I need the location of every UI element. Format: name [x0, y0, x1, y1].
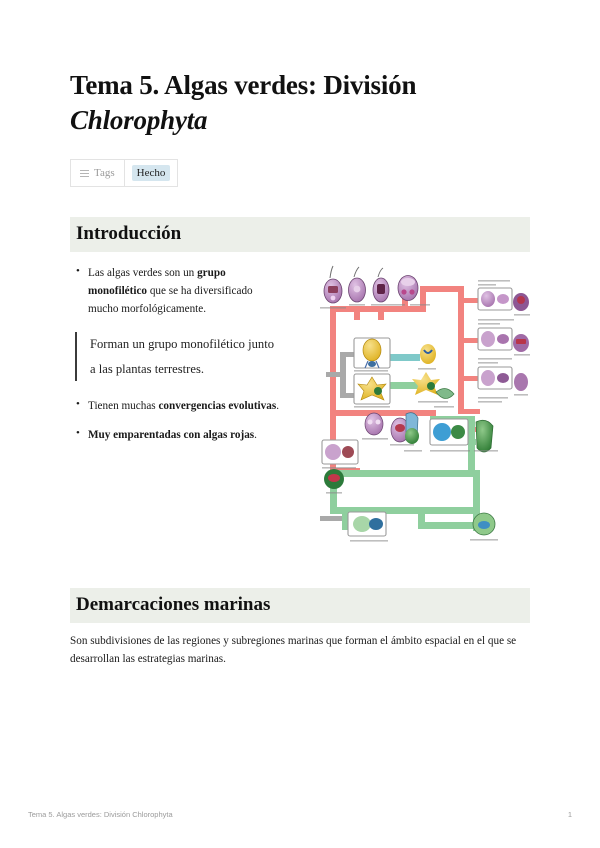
introduccion-bullet-list-2: Tienen muchas convergencias evolutivas. …: [70, 396, 282, 444]
figure-caption-marks: [320, 279, 530, 542]
page-footer: Tema 5. Algas verdes: División Chlorophy…: [28, 810, 572, 819]
emphasis-text: convergencias evolutivas: [158, 400, 277, 413]
boxed-star-cell: [353, 373, 391, 405]
list-item: Las algas verdes son un grupo monofiléti…: [76, 263, 282, 318]
boxed-specimen-1: [477, 287, 513, 311]
purple-cell-group-mid: [364, 412, 410, 443]
purple-cell-3: [372, 267, 390, 303]
introduccion-body: Las algas verdes son un grupo monofiléti…: [70, 263, 530, 544]
purple-cell-2: [348, 266, 366, 303]
blockquote-text: Forman un grupo monofilético junto a las…: [90, 337, 274, 376]
green-leaf-cell: [435, 387, 455, 399]
boxed-specimen-left: [321, 439, 359, 489]
list-item: Tienen muchas convergencias evolutivas.: [76, 396, 282, 415]
boxed-green-cell-2: [347, 511, 387, 537]
plain-text: .: [254, 428, 257, 441]
boxed-gold-cell: [353, 337, 391, 369]
phylogenetic-tree-figure: [318, 264, 530, 549]
list-icon: [80, 169, 89, 177]
section-introduccion: Introducción Las algas verdes son un gru…: [70, 217, 530, 544]
page-content: Tema 5. Algas verdes: División Chlorophy…: [70, 68, 530, 668]
emphasis-text: grupo monofilético: [88, 266, 226, 297]
introduccion-blockquote: Forman un grupo monofilético junto a las…: [75, 332, 282, 382]
demarcaciones-paragraph: Son subdivisiones de las regiones y subr…: [70, 634, 517, 665]
phylogeny-svg: [320, 265, 530, 542]
purple-cell-group: [323, 265, 419, 304]
introduccion-bullet-list: Las algas verdes son un grupo monofiléti…: [70, 263, 282, 318]
tags-property-row[interactable]: Tags Hecho: [70, 159, 179, 188]
gold-cell-right: [420, 343, 436, 364]
page-title-line1: Tema 5. Algas verdes: División: [70, 70, 417, 100]
purple-cell-4: [397, 274, 419, 301]
section-heading-demarcaciones: Demarcaciones marinas: [70, 587, 530, 623]
page-title-line2: Chlorophyta: [70, 104, 208, 135]
plain-text: que se ha diversificado mucho morfológic…: [88, 284, 253, 316]
boxed-specimen-2: [477, 327, 513, 351]
tags-label: Tags: [94, 167, 115, 180]
list-item: Muy emparentadas con algas rojas.: [76, 424, 282, 444]
specimen-illustration-1: [513, 292, 529, 311]
introduccion-text-column: Las algas verdes son un grupo monofiléti…: [70, 263, 282, 444]
teal-connector: [390, 353, 420, 361]
plain-text: Las algas verdes son un: [88, 266, 198, 279]
section-heading-introduccion: Introducción: [70, 217, 530, 252]
tags-property-name-cell[interactable]: Tags: [71, 160, 125, 187]
boxed-specimen-3: [477, 366, 513, 390]
plain-text: .: [276, 400, 279, 413]
bullet-text-1: Tienen muchas convergencias evolutivas.: [88, 400, 279, 412]
emphasis-text: Muy emparentadas con algas rojas: [88, 428, 255, 441]
specimen-illustration-2: [513, 333, 529, 352]
specimen-illustration-3: [514, 372, 528, 391]
green-cell-group: [347, 387, 496, 537]
green-flask-cell: [405, 412, 419, 444]
green-round-cell: [472, 512, 496, 536]
gray-branch-lines: [320, 351, 358, 521]
plain-text: Tienen muchas: [88, 400, 159, 413]
bullet-text-2: Muy emparentadas con algas rojas.: [88, 429, 257, 441]
green-shield-cell: [475, 419, 494, 453]
page-title: Tema 5. Algas verdes: División Chlorophy…: [70, 68, 530, 137]
star-cell-right: [412, 371, 440, 395]
tag-chip-hecho[interactable]: Hecho: [131, 165, 171, 182]
tags-property-value-cell[interactable]: Hecho: [125, 160, 178, 186]
section-demarcaciones-marinas: Demarcaciones marinas Son subdivisiones …: [70, 587, 530, 668]
gold-cell-group: [353, 337, 440, 405]
bullet-text-0: Las algas verdes son un grupo monofiléti…: [88, 267, 253, 315]
footer-page-number: 1: [567, 810, 572, 819]
boxed-specimen-group-right: [477, 287, 529, 391]
footer-left-text: Tema 5. Algas verdes: División Chlorophy…: [28, 810, 173, 819]
purple-cell-1: [323, 265, 343, 304]
boxed-green-cell: [429, 418, 469, 446]
